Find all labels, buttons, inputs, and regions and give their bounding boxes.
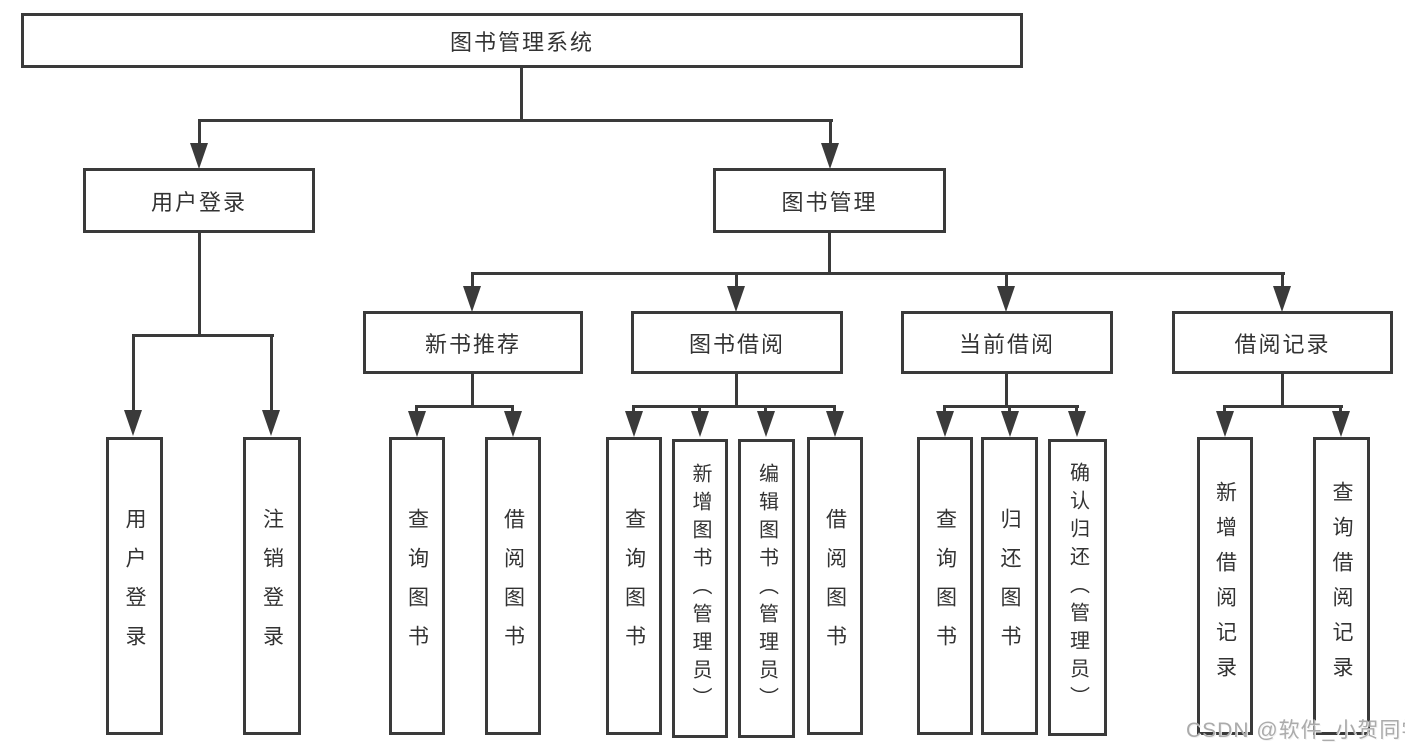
connector-line xyxy=(1281,272,1284,290)
leaf-cb-confirm-return-admin: 确认归还（管理员） xyxy=(1048,439,1107,736)
arrow-down-icon xyxy=(1216,411,1234,437)
connector-user-login-hline xyxy=(132,334,274,337)
arrow-down-icon xyxy=(757,411,775,437)
node-library-system: 图书管理系统 xyxy=(21,13,1023,68)
node-user-login: 用户登录 xyxy=(83,168,315,233)
connector-section-hline xyxy=(1223,405,1343,408)
leaf-bb-borrow-books: 借阅图书 xyxy=(807,437,863,735)
connector-line xyxy=(415,405,418,415)
node-borrow-records: 借阅记录 xyxy=(1172,311,1393,374)
connector-line xyxy=(943,405,946,415)
arrow-down-icon xyxy=(727,286,745,312)
connector-line xyxy=(1075,405,1078,415)
arrow-down-icon xyxy=(1273,286,1291,312)
connector-section-hline xyxy=(632,405,836,408)
connector-section-stem xyxy=(1005,372,1008,408)
leaf-bb-edit-books-admin: 编辑图书（管理员） xyxy=(738,439,795,738)
watermark: CSDN @软件_小贺同学 xyxy=(1186,719,1405,742)
leaf-user-login: 用户登录 xyxy=(106,437,163,735)
connector-line xyxy=(764,405,767,415)
node-new-book-recommend: 新书推荐 xyxy=(363,311,583,374)
leaf-logout: 注销登录 xyxy=(243,437,301,735)
arrow-down-icon xyxy=(463,286,481,312)
connector-line xyxy=(471,272,474,290)
connector-line xyxy=(698,405,701,415)
connector-line xyxy=(270,334,273,412)
node-book-management: 图书管理 xyxy=(713,168,946,233)
leaf-cb-query-books: 查询图书 xyxy=(917,437,973,735)
arrow-down-icon xyxy=(821,143,839,169)
arrow-down-icon xyxy=(124,410,142,436)
connector-line xyxy=(833,405,836,415)
arrow-down-icon xyxy=(1332,411,1350,437)
leaf-br-add-record: 新增借阅记录 xyxy=(1197,437,1253,735)
arrow-down-icon xyxy=(504,411,522,437)
connector-line xyxy=(132,334,135,412)
arrow-down-icon xyxy=(625,411,643,437)
connector-book-mgmt-stem xyxy=(828,231,831,275)
arrow-down-icon xyxy=(262,410,280,436)
arrow-down-icon xyxy=(826,411,844,437)
connector-line xyxy=(1008,405,1011,415)
arrow-down-icon xyxy=(408,411,426,437)
connector-line xyxy=(511,405,514,415)
arrow-down-icon xyxy=(1001,411,1019,437)
arrow-down-icon xyxy=(190,143,208,169)
node-current-borrow: 当前借阅 xyxy=(901,311,1113,374)
leaf-cb-return-books: 归还图书 xyxy=(981,437,1038,735)
arrow-down-icon xyxy=(997,286,1015,312)
leaf-nb-borrow-books: 借阅图书 xyxy=(485,437,541,735)
connector-line xyxy=(1005,272,1008,290)
connector-line xyxy=(198,119,201,147)
connector-section-hline xyxy=(943,405,1079,408)
connector-section-stem xyxy=(1281,372,1284,408)
connector-section-hline xyxy=(415,405,514,408)
leaf-nb-query-books: 查询图书 xyxy=(389,437,445,735)
connector-line xyxy=(829,119,832,147)
connector-line xyxy=(1339,405,1342,415)
arrow-down-icon xyxy=(936,411,954,437)
connector-line xyxy=(735,272,738,290)
connector-line xyxy=(1223,405,1226,415)
connector-section-stem xyxy=(471,372,474,408)
arrow-down-icon xyxy=(1068,411,1086,437)
connector-section-stem xyxy=(735,372,738,408)
leaf-bb-query-books: 查询图书 xyxy=(606,437,662,735)
connector-line xyxy=(632,405,635,415)
leaf-bb-add-books-admin: 新增图书（管理员） xyxy=(672,439,728,738)
connector-user-login-stem xyxy=(198,231,201,337)
arrow-down-icon xyxy=(691,411,709,437)
connector-root-stem xyxy=(520,66,523,122)
leaf-br-query-record: 查询借阅记录 xyxy=(1313,437,1370,735)
connector-book-mgmt-hline xyxy=(471,272,1285,275)
node-book-borrow: 图书借阅 xyxy=(631,311,843,374)
connector-level1-hline xyxy=(198,119,833,122)
